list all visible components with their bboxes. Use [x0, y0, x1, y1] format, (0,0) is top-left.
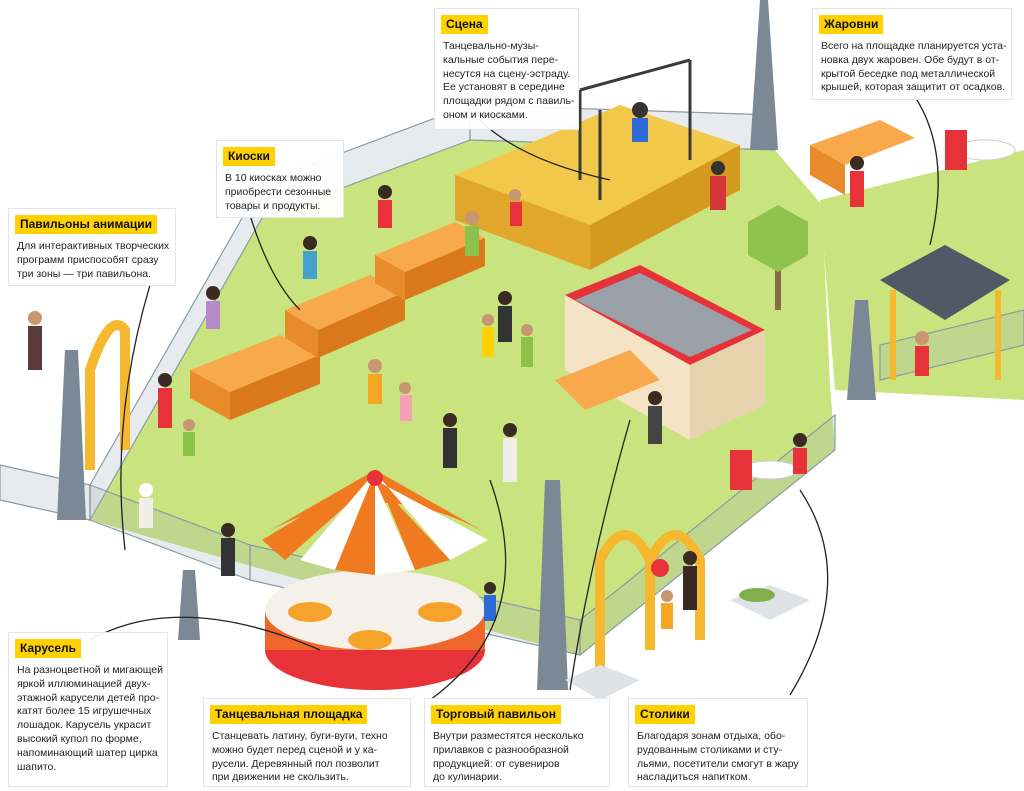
callout-text: до кулинарии.	[433, 771, 502, 784]
gazebo	[880, 245, 1010, 380]
callout-text: прилавков с разнообразной	[433, 743, 569, 756]
callout-title: Торговый павильон	[431, 705, 561, 724]
callout-carousel: Карусель На разноцветной и мигающей ярко…	[8, 632, 168, 787]
callout-body: Станцевать латину, буги-вуги, техно можн…	[212, 730, 402, 785]
callout-body: В 10 киосках можно приобрести сезонные т…	[225, 172, 335, 213]
lawn	[90, 140, 835, 655]
callout-text: оном и киосками.	[443, 108, 528, 121]
callout-text: На разноцветной и мигающей	[17, 664, 163, 676]
callout-text: несутся на сцену-эстраду.	[443, 67, 571, 80]
spires	[57, 0, 876, 690]
callout-text: яркой иллюминацией двух-	[17, 677, 151, 690]
callout-text: рудованным столиками и сту-	[637, 743, 783, 756]
callout-text: кальные события пере-	[443, 53, 559, 66]
callout-text: три зоны — три павильона.	[17, 267, 152, 280]
steps	[565, 585, 810, 700]
callout-trade: Торговый павильон Внутри разместятся нес…	[424, 698, 610, 787]
tree	[748, 205, 808, 310]
callout-text: Благодаря зонам отдыха, обо-	[637, 730, 786, 742]
callout-text: русели. Деревянный пол позволит	[212, 757, 380, 770]
people	[28, 156, 929, 629]
callout-body: Танцевально-музы- кальные события пере- …	[443, 40, 575, 123]
callout-body: На разноцветной и мигающей яркой иллюмин…	[17, 664, 163, 774]
callout-text: Танцевально-музы-	[443, 40, 539, 52]
callout-text: Для интерактивных творческих	[17, 240, 170, 252]
callout-text: площадки рядом с павиль-	[443, 95, 575, 108]
callout-stage: Сцена Танцевально-музы- кальные события …	[434, 8, 579, 130]
callout-title: Столики	[635, 705, 695, 724]
callout-text: Внутри разместятся несколько	[433, 730, 584, 742]
stage	[455, 58, 740, 270]
callout-text: насладиться напитком.	[637, 771, 751, 784]
callout-kiosks: Киоски В 10 киосках можно приобрести сез…	[216, 140, 344, 218]
callout-title: Сцена	[441, 15, 488, 34]
callout-text: товары и продукты.	[225, 199, 321, 212]
callout-tables: Столики Благодаря зонам отдыха, обо- руд…	[628, 698, 808, 787]
arches	[85, 320, 705, 670]
callout-text: напоминающий шатер цирка	[17, 746, 158, 759]
callout-text: крышей, которая защитит от осадков.	[821, 81, 1006, 94]
callout-text: новка двух жаровен. Обе будут в от-	[821, 53, 1000, 66]
callout-text: продукцией: от сувениров	[433, 757, 560, 770]
callout-title: Жаровни	[819, 15, 884, 34]
callout-text: крытой беседке под металлической	[821, 67, 996, 80]
callout-text: Станцевать латину, буги-вуги, техно	[212, 730, 388, 742]
callout-title: Киоски	[223, 147, 275, 166]
kiosks	[190, 120, 915, 420]
callout-text: льями, посетители смогут в жару	[637, 757, 799, 770]
callout-dance: Танцевальная площадка Станцевать латину,…	[203, 698, 411, 787]
callout-body: Всего на площадке планируется уста- новк…	[821, 40, 1007, 95]
callout-text: шапито.	[17, 760, 57, 773]
callout-text: лошадок. Карусель украсит	[17, 719, 152, 732]
callout-title: Карусель	[15, 639, 82, 658]
carousel	[262, 470, 490, 690]
callout-body: Благодаря зонам отдыха, обо- рудованным …	[637, 730, 799, 785]
callout-body: Для интерактивных творческих программ пр…	[17, 240, 170, 281]
callout-text: В 10 киосках можно	[225, 172, 322, 184]
tables-area	[730, 130, 1016, 490]
callout-grills: Жаровни Всего на площадке планируется ус…	[812, 8, 1012, 100]
callout-title: Павильоны анимации	[15, 215, 158, 234]
callout-pavilions: Павильоны анимации Для интерактивных тво…	[8, 208, 176, 286]
callout-text: этажной карусели детей про-	[17, 691, 160, 704]
callout-text: программ приспособят сразу	[17, 253, 159, 266]
callout-text: катят более 15 игрушечных	[17, 705, 152, 718]
callout-text: высокий купол по форме,	[17, 732, 142, 745]
callout-body: Внутри разместятся несколько прилавков с…	[433, 730, 601, 785]
callout-text: Ее установят в середине	[443, 81, 565, 94]
callout-text: Всего на площадке планируется уста-	[821, 40, 1007, 52]
callout-text: приобрести сезонные	[225, 185, 332, 198]
callout-title: Танцевальная площадка	[210, 705, 368, 724]
callout-text: при движении не скользить.	[212, 771, 349, 784]
callout-text: можно будет перед сценой и у ка-	[212, 743, 378, 756]
